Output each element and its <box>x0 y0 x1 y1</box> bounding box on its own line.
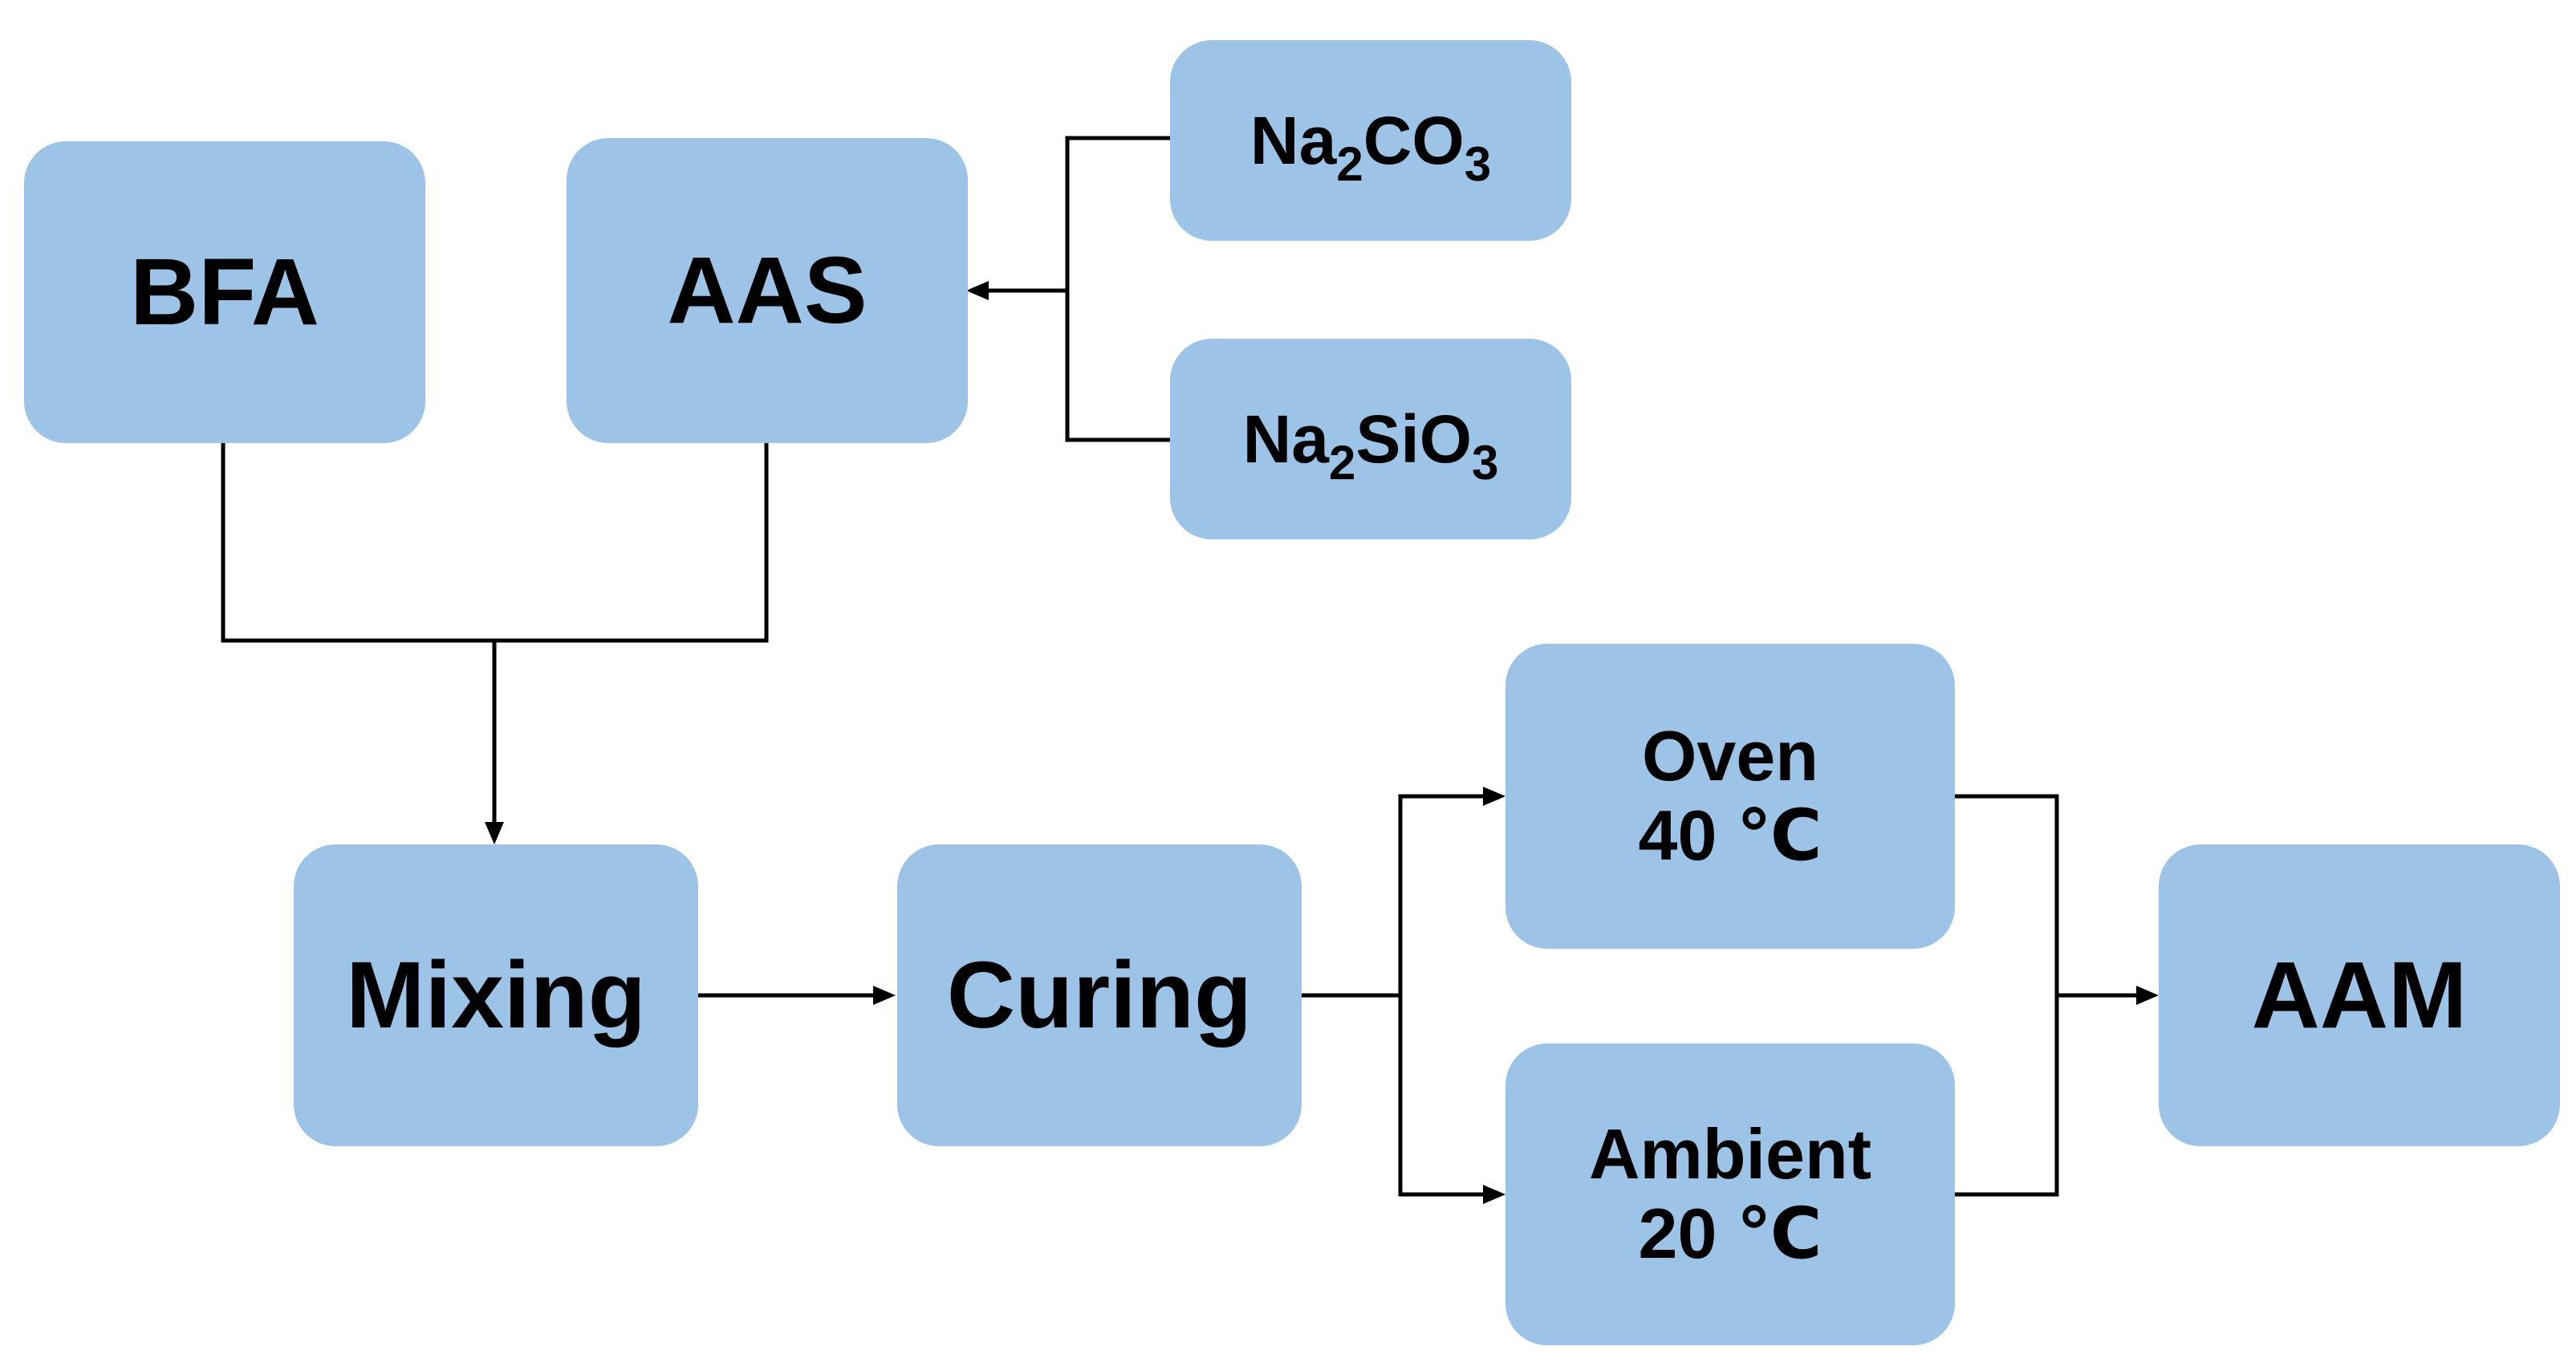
node-mixing: Mixing <box>294 844 698 1146</box>
node-ambient: Ambient 20 ℃ <box>1505 1044 1955 1345</box>
arrowhead-mixing <box>485 822 504 844</box>
connector-na2co3-branch <box>1065 136 1170 442</box>
node-ambient-line1: Ambient <box>1589 1114 1871 1194</box>
arrowhead-aam <box>2136 986 2159 1005</box>
node-oven-line2: 40 ℃ <box>1638 795 1822 875</box>
node-aas-label: AAS <box>667 237 867 344</box>
node-na2co3-formula: Na2CO3 <box>1249 102 1492 191</box>
node-curing-label: Curing <box>946 942 1253 1048</box>
node-oven: Oven 40 ℃ <box>1505 644 1955 949</box>
arrowhead-aas <box>966 281 989 300</box>
node-mixing-label: Mixing <box>346 942 646 1048</box>
node-bfa: BFA <box>24 141 425 443</box>
node-curing: Curing <box>897 844 1302 1146</box>
connector-split-branch <box>1398 794 1489 1197</box>
node-aam-label: AAM <box>2251 942 2468 1048</box>
node-aas: AAS <box>567 138 968 443</box>
node-na2co3: Na2CO3 <box>1170 40 1571 241</box>
node-oven-line1: Oven <box>1641 716 1819 796</box>
node-na2sio3-formula: Na2SiO3 <box>1242 401 1499 490</box>
arrowhead-ambient <box>1483 1185 1505 1204</box>
node-bfa-label: BFA <box>130 238 319 345</box>
connector-bfa-aas-join <box>221 443 769 643</box>
arrowhead-curing <box>873 986 896 1005</box>
arrowhead-oven <box>1483 787 1505 806</box>
connector-merge-branch <box>1955 794 2059 1197</box>
node-ambient-line2: 20 ℃ <box>1638 1194 1822 1273</box>
node-na2sio3: Na2SiO3 <box>1170 339 1571 539</box>
node-aam: AAM <box>2159 844 2560 1146</box>
